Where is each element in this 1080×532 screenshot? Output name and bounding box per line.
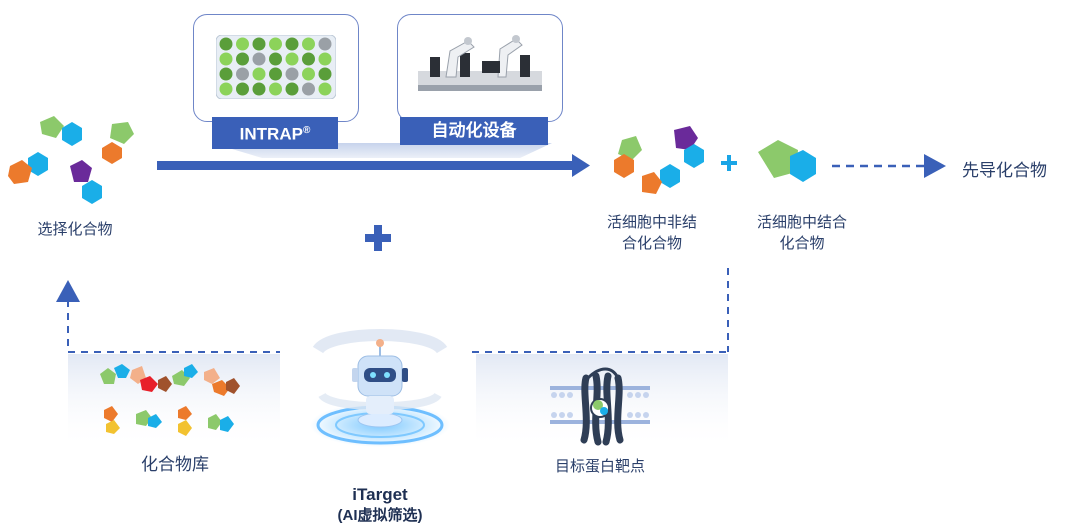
selected-compounds-label: 选择化合物 bbox=[37, 221, 113, 238]
robot-arm-icon bbox=[418, 35, 542, 91]
plate-well bbox=[252, 37, 266, 51]
itarget-label: iTarget (AI虚拟筛选) bbox=[320, 484, 440, 526]
plate-well bbox=[236, 52, 249, 66]
plate-well bbox=[318, 37, 332, 51]
plate-well bbox=[302, 37, 315, 51]
plate-well bbox=[236, 37, 249, 51]
intrap-label-text: INTRAP bbox=[239, 124, 303, 144]
small-plus-horizontal bbox=[721, 161, 737, 165]
plus-horizontal bbox=[365, 234, 391, 242]
automation-label: 自动化设备 bbox=[400, 117, 548, 145]
plate-well bbox=[302, 52, 315, 66]
intrap-registered-mark: ® bbox=[302, 125, 311, 136]
binding-compound bbox=[758, 140, 816, 182]
plate-well bbox=[219, 67, 233, 81]
intrap-card bbox=[193, 14, 359, 122]
non-binding-compounds-label: 活细胞中非结 合化合物 bbox=[592, 212, 712, 254]
lead-compounds-label: 先导化合物 bbox=[962, 161, 1047, 180]
plate-well bbox=[219, 37, 233, 51]
target-protein-illustration bbox=[550, 367, 650, 446]
plate-well bbox=[269, 67, 282, 81]
main-arrow-head bbox=[572, 154, 590, 177]
intrap-label: INTRAP® bbox=[212, 117, 338, 149]
well-plate-icon bbox=[216, 35, 336, 99]
non-binding-compounds-cluster bbox=[614, 126, 704, 194]
plate-well bbox=[252, 67, 266, 81]
plate-well bbox=[236, 82, 249, 96]
dashed-arrow-lead-head bbox=[924, 154, 946, 178]
itarget-subtitle: (AI虚拟筛选) bbox=[337, 507, 423, 524]
plate-well bbox=[285, 82, 299, 96]
plate-well bbox=[285, 37, 299, 51]
plate-well bbox=[318, 52, 332, 66]
non-binding-line2: 合化合物 bbox=[621, 235, 682, 252]
selected-compounds-cluster bbox=[8, 116, 134, 204]
plate-well bbox=[318, 67, 332, 81]
plate-well bbox=[269, 82, 282, 96]
target-protein-label: 目标蛋白靶点 bbox=[554, 458, 645, 475]
binding-line2: 化合物 bbox=[779, 235, 825, 252]
plate-well bbox=[302, 82, 315, 96]
automation-card bbox=[397, 14, 563, 122]
itarget-title: iTarget bbox=[352, 485, 408, 504]
main-arrow-shaft bbox=[157, 161, 575, 170]
library-panel bbox=[68, 354, 280, 450]
loop-up-arrow-head bbox=[56, 280, 80, 302]
compound-library-molecules bbox=[100, 364, 240, 436]
binding-compounds-label: 活细胞中结合 化合物 bbox=[742, 212, 862, 254]
plate-well bbox=[236, 67, 249, 81]
itarget-robot-illustration bbox=[310, 329, 450, 447]
binding-line1: 活细胞中结合 bbox=[756, 214, 847, 231]
plate-well bbox=[285, 52, 299, 66]
plate-well bbox=[285, 67, 299, 81]
plate-well bbox=[269, 52, 282, 66]
plate-well bbox=[252, 52, 266, 66]
plate-well bbox=[219, 82, 233, 96]
plate-well bbox=[318, 82, 332, 96]
plate-well bbox=[219, 52, 233, 66]
plate-well bbox=[269, 37, 282, 51]
compound-library-label: 化合物库 bbox=[141, 455, 209, 474]
non-binding-line1: 活细胞中非结 bbox=[606, 214, 697, 231]
plate-well bbox=[252, 82, 266, 96]
plate-well bbox=[302, 67, 315, 81]
